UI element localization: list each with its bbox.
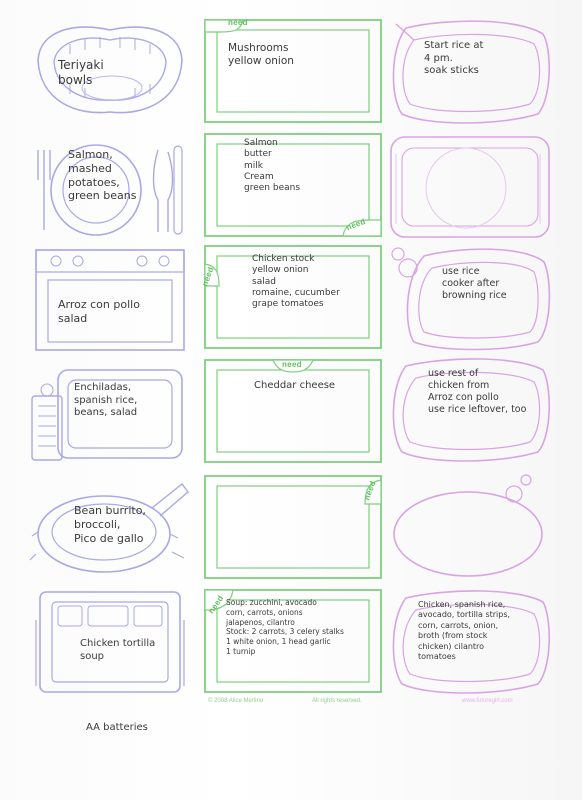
- need-card-2: [204, 133, 382, 237]
- bottom-note: AA batteries: [86, 722, 148, 733]
- meal-text-1: Teriyaki bowls: [58, 58, 104, 87]
- need-tab-4: need: [282, 360, 302, 369]
- need-text-6: Soup: zucchini, avocado corn, carrots, o…: [226, 598, 344, 656]
- speech-bubble-3: [391, 247, 551, 351]
- stove-icon: [35, 249, 185, 351]
- need-card-5: [204, 475, 382, 579]
- note-text-1: Start rice at 4 pm. soak sticks: [424, 40, 484, 76]
- meal-text-2: Salmon, mashed potatoes, green beans: [68, 148, 137, 203]
- meal-text-5: Bean burrito, broccoli, Pico de gallo: [74, 504, 146, 545]
- need-card-3: [204, 245, 382, 349]
- mouth-icon: [37, 26, 183, 114]
- meal-text-4: Enchiladas, spanish rice, beans, salad: [74, 382, 138, 418]
- need-text-3: Chicken stock yellow onion salad romaine…: [252, 254, 340, 309]
- speech-bubble-4: [392, 358, 550, 462]
- footer-copyright: © 2008 Alice Merlino: [208, 698, 264, 704]
- speech-bubble-5: [393, 474, 543, 577]
- note-text-6: Chicken, spanish rice, avocado, tortilla…: [418, 600, 511, 661]
- need-card-6: [204, 589, 382, 693]
- note-text-3: use rice cooker after browning rice: [442, 266, 507, 301]
- tv-icon: [31, 369, 183, 461]
- meal-text-3: Arroz con pollo salad: [58, 298, 140, 325]
- lunchbox-icon: [35, 591, 185, 693]
- need-card-4: [204, 359, 382, 463]
- meal-text-6: Chicken tortilla soup: [80, 638, 156, 662]
- need-tab-1: need: [228, 18, 248, 27]
- speech-bubble-2: [390, 136, 550, 238]
- footer-rights: All rights reserved.: [312, 698, 362, 704]
- pan-icon: [29, 483, 189, 573]
- plate-icon: [37, 144, 183, 236]
- need-text-1: Mushrooms yellow onion: [228, 42, 294, 68]
- speech-bubble-1: [392, 20, 550, 124]
- footer-site: www.futuregirl.com: [462, 698, 513, 704]
- need-text-4: Cheddar cheese: [254, 380, 336, 391]
- need-card-1: [204, 19, 382, 123]
- speech-bubble-6: [392, 590, 550, 694]
- note-text-4: use rest of chicken from Arroz con pollo…: [428, 368, 527, 415]
- need-text-2: Salmon butter milk Cream green beans: [244, 138, 301, 193]
